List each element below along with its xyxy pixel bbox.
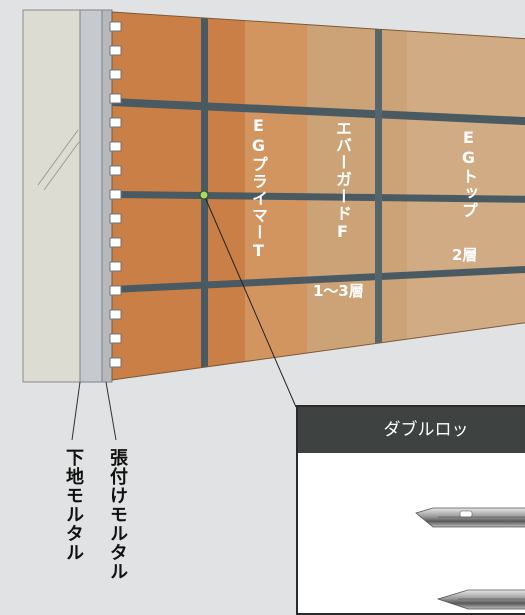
label-adhesive-mortar: 張付けモルタル — [107, 448, 128, 581]
label-base-mortar: 下地モルタル — [63, 448, 84, 562]
anchor-pin-image — [436, 589, 525, 610]
label-topcoat: EGトップ — [459, 128, 478, 219]
tile-joint — [201, 12, 208, 380]
adhesive-comb — [109, 21, 122, 368]
anchor-pin-image — [415, 507, 525, 528]
tile-joint — [112, 265, 525, 293]
label-primer: EGプライマーT — [249, 116, 268, 261]
label-topcoat-coats: 2層 — [452, 246, 478, 264]
leader-line-pin — [203, 194, 297, 408]
leader-line-base — [71, 381, 81, 441]
wall-outline — [111, 11, 525, 381]
base-mortar-layer — [22, 9, 81, 383]
leader-line-adhesive — [105, 381, 117, 441]
tile-joint — [112, 98, 525, 126]
adhesive-mortar-layer — [79, 9, 103, 383]
tile-joint — [112, 191, 525, 203]
tile-joint — [375, 12, 382, 380]
anchor-pin-photos — [415, 507, 525, 610]
hatch-mark — [43, 141, 80, 191]
label-everguard-coats: 1～3層 — [313, 282, 364, 300]
inset-header: ダブルロッ — [298, 407, 525, 453]
pin-location-marker — [199, 190, 209, 200]
label-everguard: エバーガードF — [333, 120, 352, 242]
hatch-mark — [37, 129, 79, 186]
anchor-pin-inset: ダブルロッ — [296, 405, 525, 615]
inset-title: ダブルロッ — [383, 420, 469, 440]
